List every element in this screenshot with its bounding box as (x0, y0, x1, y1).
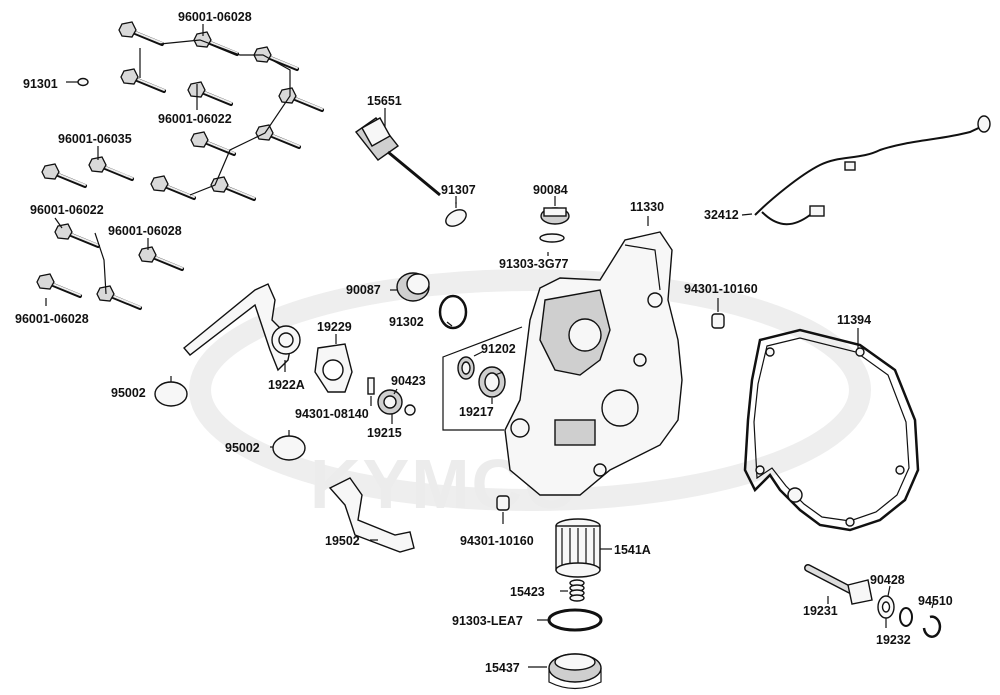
spring-15423 (560, 579, 585, 602)
bolt-group (35, 20, 324, 310)
label-15437: 15437 (485, 661, 520, 675)
oil-seal-91202 (457, 351, 483, 380)
clamp-95002-b (270, 430, 306, 461)
label-11330: 11330 (630, 200, 664, 214)
label-15423: 15423 (510, 585, 545, 599)
label-19229: 19229 (317, 320, 352, 334)
label-19217: 19217 (459, 405, 494, 419)
leader-lines (45, 24, 753, 406)
o-ring-91301 (66, 77, 89, 87)
label-96001-06035: 96001-06035 (58, 132, 132, 146)
label-94301-08140: 94301-08140 (295, 407, 369, 421)
filter-cap-15437 (528, 653, 602, 690)
water-pipe-1922A (183, 283, 301, 372)
label-94510: 94510 (918, 594, 953, 608)
group-bracket (442, 326, 523, 431)
label-94301-10160: 94301-10160 (684, 282, 758, 296)
plug-90087 (390, 272, 430, 302)
label-91202: 91202 (481, 342, 516, 356)
part-labels: 96001-06028 91301 96001-06022 96001-0603… (15, 10, 953, 675)
o-ring-19232 (899, 607, 913, 627)
label-90084: 90084 (533, 183, 568, 197)
label-96001-06022: 96001-06022 (30, 203, 104, 217)
shaft-19231 (804, 564, 873, 605)
hose-19502 (328, 477, 415, 553)
label-19231: 19231 (803, 604, 838, 618)
gasket-11394 (743, 328, 920, 532)
label-90428: 90428 (870, 573, 905, 587)
label-11394: 11394 (837, 313, 871, 327)
cable-32412 (754, 115, 991, 226)
label-95002: 95002 (225, 441, 260, 455)
label-91302: 91302 (389, 315, 424, 329)
label-1541A: 1541A (614, 543, 651, 557)
label-19232: 19232 (876, 633, 911, 647)
o-ring-91302 (438, 294, 468, 330)
label-91303-LEA7: 91303-LEA7 (452, 614, 523, 628)
label-19502: 19502 (325, 534, 360, 548)
bearing-19217 (478, 366, 506, 404)
washer-90428 (877, 585, 895, 628)
circlip-94510 (922, 615, 942, 638)
cap-90084 (539, 196, 570, 243)
label-90087: 90087 (346, 283, 381, 297)
label-19215: 19215 (367, 426, 402, 440)
label-96001-06028: 96001-06028 (178, 10, 252, 24)
label-95002: 95002 (111, 386, 146, 400)
label-94301-10160: 94301-10160 (460, 534, 534, 548)
label-96001-06028: 96001-06028 (15, 312, 89, 326)
o-ring-91307 (445, 209, 467, 227)
clamp-95002-a (154, 376, 188, 407)
label-91301: 91301 (23, 77, 58, 91)
label-96001-06022: 96001-06022 (158, 112, 232, 126)
label-91307: 91307 (441, 183, 476, 197)
o-ring-91303-LEA7 (537, 608, 603, 632)
gasket-19229 (314, 334, 353, 393)
oil-filter-1541A (555, 518, 612, 578)
dowel-pin-94301-10160-upper (711, 313, 725, 329)
dowel-pin-94301-10160-lower (496, 495, 510, 511)
label-32412: 32412 (704, 208, 739, 222)
label-15651: 15651 (367, 94, 402, 108)
dipstick-15651 (354, 108, 441, 197)
pump-assembly-19215 (367, 377, 416, 424)
label-91303-3G77: 91303-3G77 (499, 257, 569, 271)
label-96001-06028: 96001-06028 (108, 224, 182, 238)
label-1922A: 1922A (268, 378, 305, 392)
crankcase-cover-11330 (504, 216, 683, 496)
label-90423: 90423 (391, 374, 426, 388)
